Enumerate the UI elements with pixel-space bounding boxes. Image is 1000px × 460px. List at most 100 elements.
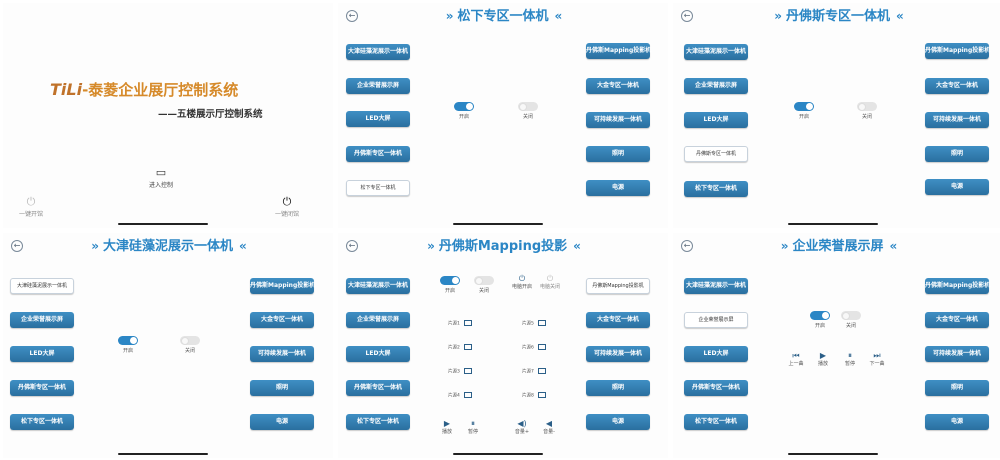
previous-button[interactable]: ⏮ 上一曲 xyxy=(784,351,808,367)
nav-honor-button[interactable]: 企业荣誉展示屏 xyxy=(346,312,410,328)
play-icon[interactable] xyxy=(537,320,546,326)
toggle-switch[interactable] xyxy=(440,276,460,285)
back-icon[interactable]: ← xyxy=(346,240,358,252)
nav-honor-button[interactable]: 企业荣誉展示屏 xyxy=(346,78,410,94)
nav-power-button[interactable]: 电源 xyxy=(586,180,650,196)
nav-daikin-button[interactable]: 大金专区一体机 xyxy=(925,312,989,328)
pause-button[interactable]: ⏸ 暂停 xyxy=(838,351,862,367)
channel-8[interactable]: 片源8 xyxy=(522,392,546,399)
nav-lighting-button[interactable]: 照明 xyxy=(925,146,989,162)
nav-sustainable-button[interactable]: 可持续发展一体机 xyxy=(925,112,989,128)
nav-danfoss-button[interactable]: 丹佛斯专区一体机 xyxy=(684,146,748,162)
nav-dajin-button[interactable]: 大津硅藻泥展示一体机 xyxy=(346,278,410,294)
off-toggle[interactable]: 关闭 xyxy=(857,102,877,120)
nav-daikin-button[interactable]: 大金专区一体机 xyxy=(250,312,314,328)
back-icon[interactable]: ← xyxy=(346,10,358,22)
nav-led-button[interactable]: LED大屏 xyxy=(346,111,410,127)
nav-danfoss-button[interactable]: 丹佛斯专区一体机 xyxy=(346,146,410,162)
nav-dajin-button[interactable]: 大津硅藻泥展示一体机 xyxy=(346,44,410,60)
nav-lighting-button[interactable]: 照明 xyxy=(586,380,650,396)
pc-on-button[interactable]: ⏻ 电脑开启 xyxy=(511,274,532,290)
back-icon[interactable]: ← xyxy=(681,240,693,252)
toggle-switch[interactable] xyxy=(857,102,877,111)
play-icon[interactable] xyxy=(463,392,472,398)
on-toggle[interactable]: 开启 xyxy=(454,102,474,120)
nav-lighting-button[interactable]: 照明 xyxy=(925,380,989,396)
channel-7[interactable]: 片源7 xyxy=(522,368,546,375)
toggle-switch[interactable] xyxy=(118,336,138,345)
back-icon[interactable]: ← xyxy=(681,10,693,22)
nav-mapping-button[interactable]: 丹佛斯Mapping投影机 xyxy=(925,43,990,59)
off-toggle[interactable]: 关闭 xyxy=(180,336,200,354)
channel-2[interactable]: 片源2 xyxy=(448,344,472,351)
nav-led-button[interactable]: LED大屏 xyxy=(346,346,410,362)
channel-4[interactable]: 片源4 xyxy=(448,392,472,399)
nav-honor-button[interactable]: 企业荣誉展示屏 xyxy=(684,78,748,94)
nav-danfoss-button[interactable]: 丹佛斯专区一体机 xyxy=(346,380,410,396)
nav-mapping-button[interactable]: 丹佛斯Mapping投影机 xyxy=(586,43,651,59)
nav-daikin-button[interactable]: 大金专区一体机 xyxy=(586,312,650,328)
nav-power-button[interactable]: 电源 xyxy=(250,414,314,430)
nav-sustainable-button[interactable]: 可持续发展一体机 xyxy=(925,346,989,362)
on-toggle[interactable]: 开启 xyxy=(118,336,138,354)
nav-sustainable-button[interactable]: 可持续发展一体机 xyxy=(250,346,314,362)
toggle-switch[interactable] xyxy=(810,311,830,320)
nav-led-button[interactable]: LED大屏 xyxy=(10,346,74,362)
nav-mapping-button[interactable]: 丹佛斯Mapping投影机 xyxy=(925,278,990,294)
nav-led-button[interactable]: LED大屏 xyxy=(684,112,748,128)
play-icon[interactable] xyxy=(463,344,472,350)
on-toggle[interactable]: 开启 xyxy=(810,311,830,329)
nav-honor-button[interactable]: 企业荣誉展示屏 xyxy=(10,312,74,328)
nav-power-button[interactable]: 电源 xyxy=(925,179,989,195)
nav-panasonic-button[interactable]: 松下专区一体机 xyxy=(346,180,410,196)
nav-mapping-button[interactable]: 丹佛斯Mapping投影机 xyxy=(250,278,315,294)
pause-button[interactable]: ⏸ 暂停 xyxy=(461,419,485,435)
channel-3[interactable]: 片源3 xyxy=(448,368,472,375)
nav-danfoss-button[interactable]: 丹佛斯专区一体机 xyxy=(10,380,74,396)
play-button[interactable]: ▶ 播放 xyxy=(435,419,459,435)
play-icon[interactable] xyxy=(537,344,546,350)
nav-sustainable-button[interactable]: 可持续发展一体机 xyxy=(586,346,650,362)
next-button[interactable]: ⏭ 下一曲 xyxy=(865,351,889,367)
nav-panasonic-button[interactable]: 松下专区一体机 xyxy=(684,414,748,430)
nav-lighting-button[interactable]: 照明 xyxy=(586,146,650,162)
nav-power-button[interactable]: 电源 xyxy=(925,414,989,430)
play-icon[interactable] xyxy=(537,392,546,398)
on-toggle[interactable]: 开启 xyxy=(440,276,460,294)
toggle-switch[interactable] xyxy=(180,336,200,345)
nav-mapping-button[interactable]: 丹佛斯Mapping投影机 xyxy=(586,278,650,294)
nav-dajin-button[interactable]: 大津硅藻泥展示一体机 xyxy=(684,278,748,294)
toggle-switch[interactable] xyxy=(841,311,861,320)
nav-sustainable-button[interactable]: 可持续发展一体机 xyxy=(586,112,650,128)
toggle-switch[interactable] xyxy=(454,102,474,111)
nav-dajin-button[interactable]: 大津硅藻泥展示一体机 xyxy=(10,278,74,294)
nav-danfoss-button[interactable]: 丹佛斯专区一体机 xyxy=(684,380,748,396)
toggle-switch[interactable] xyxy=(518,102,538,111)
play-icon[interactable] xyxy=(463,320,472,326)
nav-daikin-button[interactable]: 大金专区一体机 xyxy=(925,78,989,94)
power-off-all-button[interactable]: ⏻ 一键闭馆 xyxy=(267,195,307,218)
toggle-switch[interactable] xyxy=(474,276,494,285)
volume-down-button[interactable]: ◀ 音量- xyxy=(537,419,561,435)
nav-daikin-button[interactable]: 大金专区一体机 xyxy=(586,78,650,94)
nav-panasonic-button[interactable]: 松下专区一体机 xyxy=(10,414,74,430)
nav-honor-button[interactable]: 企业荣誉展示屏 xyxy=(684,312,748,328)
enter-control-button[interactable]: ▭ 进入控制 xyxy=(141,166,181,189)
back-icon[interactable]: ← xyxy=(11,240,23,252)
pc-off-button[interactable]: ⏻ 电脑关闭 xyxy=(539,274,560,290)
channel-1[interactable]: 片源1 xyxy=(448,320,472,327)
nav-power-button[interactable]: 电源 xyxy=(586,414,650,430)
volume-up-button[interactable]: ◀) 音量+ xyxy=(510,419,534,435)
nav-panasonic-button[interactable]: 松下专区一体机 xyxy=(346,414,410,430)
nav-dajin-button[interactable]: 大津硅藻泥展示一体机 xyxy=(684,44,748,60)
play-icon[interactable] xyxy=(537,368,546,374)
on-toggle[interactable]: 开启 xyxy=(794,102,814,120)
channel-5[interactable]: 片源5 xyxy=(522,320,546,327)
play-button[interactable]: ▶ 播放 xyxy=(811,351,835,367)
nav-led-button[interactable]: LED大屏 xyxy=(684,346,748,362)
off-toggle[interactable]: 关闭 xyxy=(474,276,494,294)
play-icon[interactable] xyxy=(463,368,472,374)
nav-lighting-button[interactable]: 照明 xyxy=(250,380,314,396)
nav-panasonic-button[interactable]: 松下专区一体机 xyxy=(684,181,748,197)
toggle-switch[interactable] xyxy=(794,102,814,111)
